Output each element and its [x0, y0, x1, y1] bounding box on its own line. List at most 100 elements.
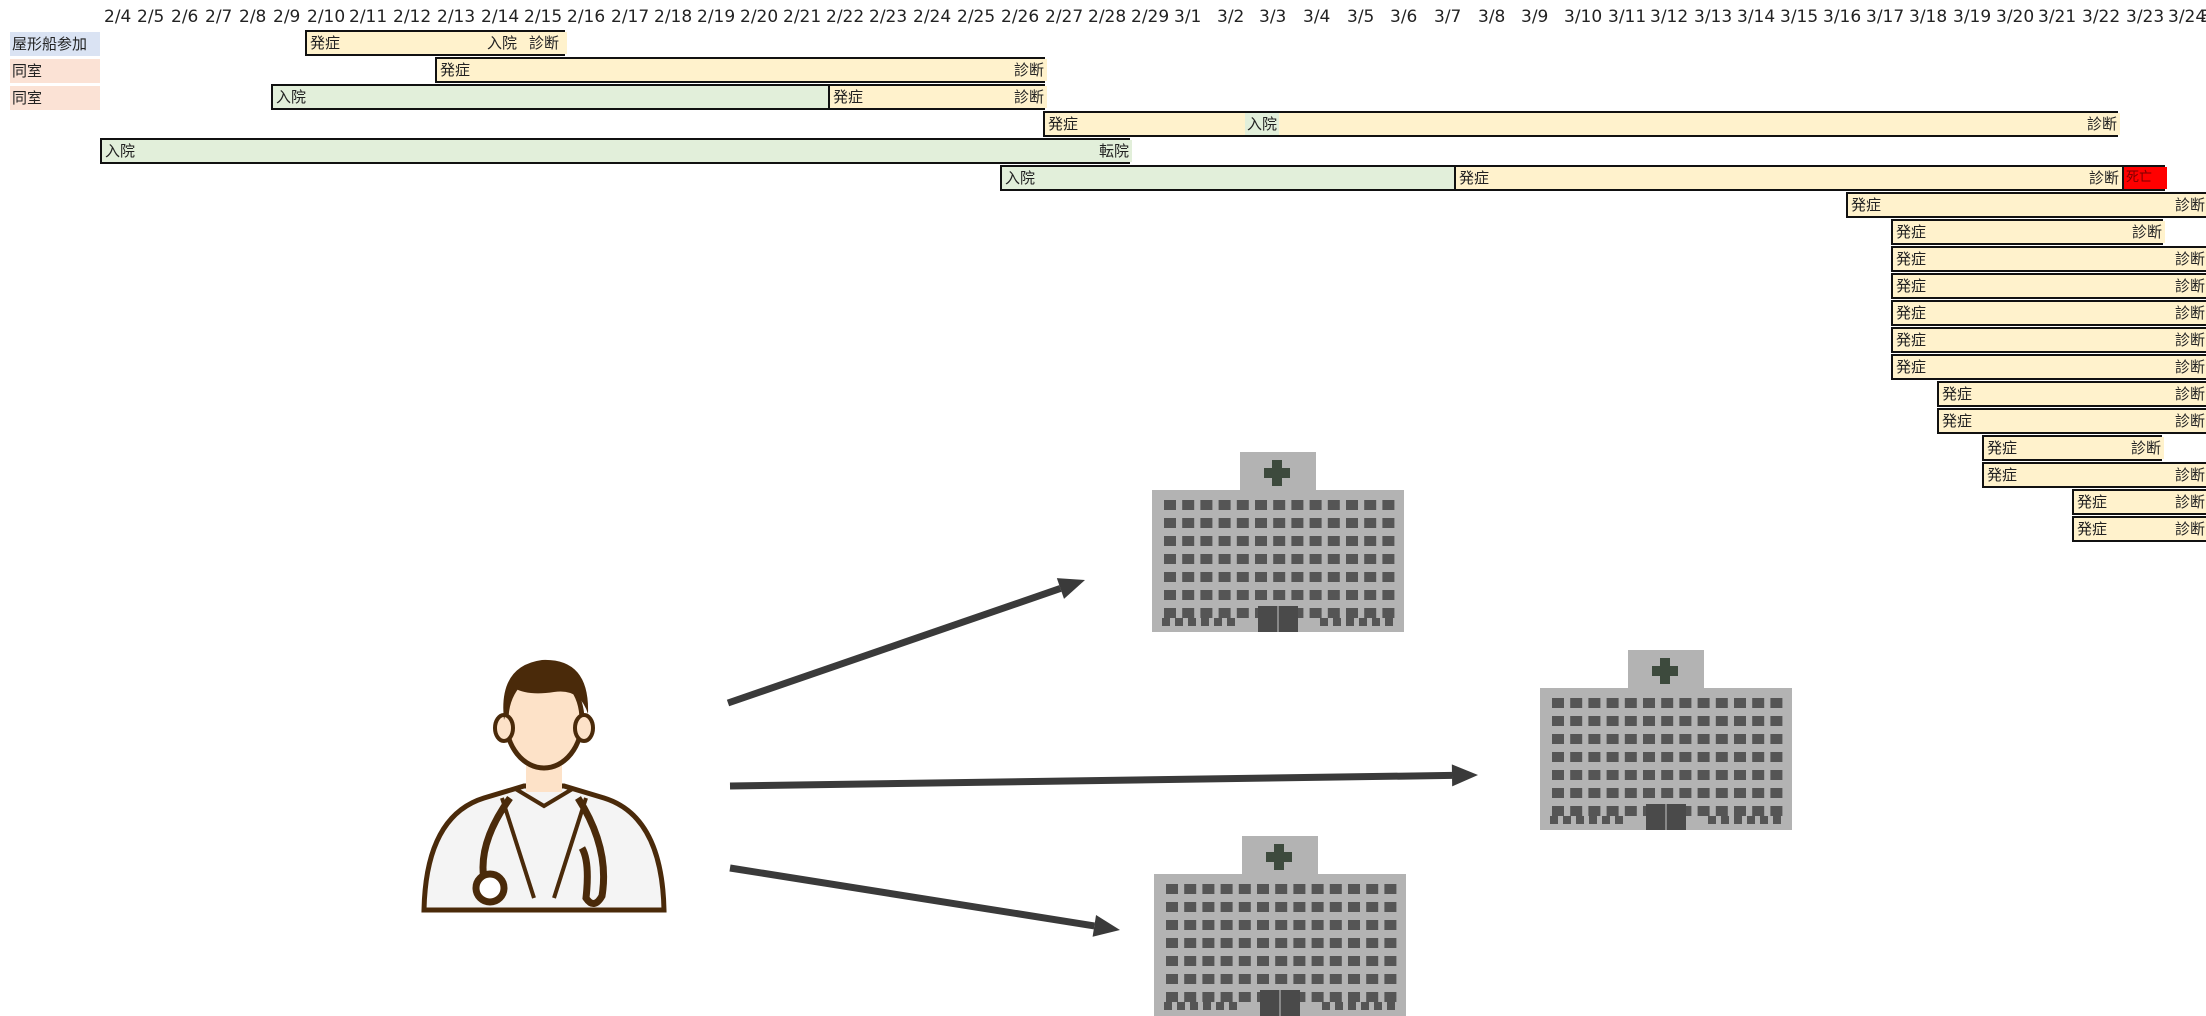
- date-header: 2/18: [654, 7, 693, 27]
- date-header: 3/1: [1174, 7, 1202, 27]
- date-header: 2/9: [273, 7, 301, 27]
- date-header: 3/19: [1953, 7, 1992, 27]
- diagnosis-label: 診断: [2174, 250, 2205, 268]
- date-header: 2/14: [481, 7, 520, 27]
- onset-label: 発症: [1048, 115, 1079, 133]
- symptom-segment: 発症 診断: [1984, 437, 2164, 459]
- symptom-segment: 発症診断: [1893, 329, 2206, 351]
- date-header: 2/13: [437, 7, 476, 27]
- symptom-segment: 発症: [307, 32, 567, 54]
- onset-label: 発症: [1459, 169, 1490, 187]
- date-header: 3/18: [1909, 7, 1948, 27]
- timeline-bar: 発症入院診断: [305, 30, 567, 56]
- onset-label: 発症: [1942, 412, 1973, 430]
- diagnosis-label: 診断: [2174, 412, 2205, 430]
- symptom-segment: 発症 診断: [1893, 248, 2206, 270]
- admission-label: 入院: [1245, 113, 1280, 135]
- date-header: 2/12: [393, 7, 432, 27]
- onset-label: 発症: [1851, 196, 1882, 214]
- onset-label: 発症: [1987, 466, 2018, 484]
- symptom-segment: 発症 診断: [1939, 410, 2206, 432]
- row-tag: 屋形船参加: [10, 32, 100, 56]
- timeline-bar: 発症診断: [1891, 300, 2206, 326]
- hospital-stay-segment: 入院: [273, 86, 828, 108]
- onset-label: 発症: [1896, 277, 1927, 295]
- hospital-stay-segment: 入院: [1002, 167, 1454, 189]
- date-header: 3/13: [1694, 7, 1733, 27]
- onset-label: 発症: [1896, 358, 1927, 376]
- timeline-bar: 発症 診断: [1891, 246, 2206, 272]
- diagnosis-label: 診断: [2174, 520, 2205, 538]
- symptom-segment: 発症 診断: [2074, 491, 2206, 513]
- date-header: 3/7: [1434, 7, 1462, 27]
- onset-label: 発症: [1896, 331, 1927, 349]
- date-header: 3/20: [1996, 7, 2035, 27]
- death-marker: 死亡: [2122, 167, 2167, 189]
- hospital-stay-segment: 入院 転院: [102, 140, 1132, 162]
- date-header: 2/29: [1131, 7, 1170, 27]
- diagnosis-label: 診断: [2174, 385, 2205, 403]
- row-tag: 同室: [10, 59, 100, 83]
- timeline-bar: 発症 診断: [435, 57, 1047, 83]
- symptom-segment: 発症診断: [1454, 167, 2122, 189]
- symptom-segment: 発症診断: [1893, 221, 2165, 243]
- diagnosis-label: 診断: [2174, 493, 2205, 511]
- date-header: 3/11: [1608, 7, 1647, 27]
- symptom-segment: 発症 診断: [1939, 383, 2206, 405]
- row-tag: 同室: [10, 86, 100, 110]
- timeline-bar: 発症 診断: [1891, 273, 2206, 299]
- onset-label: 発症: [1896, 250, 1927, 268]
- timeline-bar: 入院発症診断: [271, 84, 1047, 110]
- admission-label: 入院: [487, 34, 518, 52]
- date-header: 2/22: [826, 7, 865, 27]
- symptom-segment: 発症診断: [1984, 464, 2206, 486]
- timeline-bar: 発症 診断: [1846, 192, 2206, 218]
- date-header: 2/10: [307, 7, 346, 27]
- date-header: 3/25: [2200, 7, 2206, 27]
- date-header: 2/17: [611, 7, 650, 27]
- admission-label: 入院: [105, 142, 136, 160]
- date-header: 2/11: [349, 7, 388, 27]
- onset-label: 発症: [2077, 493, 2108, 511]
- date-header: 3/23: [2126, 7, 2165, 27]
- diagnosis-label: 診断: [2131, 223, 2162, 241]
- diagnosis-label: 診断: [2174, 304, 2205, 322]
- onset-label: 発症: [1987, 439, 2018, 457]
- diagnosis-label: 診断: [2174, 196, 2205, 214]
- timeline-bar: 発症 診断: [2072, 489, 2206, 515]
- symptom-segment: 発症 診断: [437, 59, 1047, 81]
- hospital-building-icon: [1540, 650, 1792, 830]
- timeline-bar: 発症 診断: [2072, 516, 2206, 542]
- onset-label: 発症: [440, 61, 471, 79]
- onset-label: 発症: [1942, 385, 1973, 403]
- transfer-label: 転院: [1098, 142, 1129, 160]
- date-header: 3/10: [1564, 7, 1603, 27]
- diagnosis-label: 診断: [529, 34, 560, 52]
- date-header: 2/6: [171, 7, 199, 27]
- date-header: 2/26: [1001, 7, 1040, 27]
- diagnosis-label: 診断: [2086, 115, 2117, 133]
- diagnosis-label: 診断: [1013, 61, 1044, 79]
- date-header: 2/16: [567, 7, 606, 27]
- timeline-bar: 発症診断: [1891, 327, 2206, 353]
- symptom-segment: 発症診断: [828, 86, 1047, 108]
- date-header: 2/25: [957, 7, 996, 27]
- timeline-bar: 発症 診断: [1982, 435, 2164, 461]
- symptom-segment: 発症 診断: [1045, 113, 2120, 135]
- date-header: 3/15: [1780, 7, 1819, 27]
- date-header: 2/21: [783, 7, 822, 27]
- date-header: 3/3: [1259, 7, 1287, 27]
- diagnosis-label: 診断: [2174, 277, 2205, 295]
- date-header: 3/6: [1390, 7, 1418, 27]
- onset-label: 発症: [833, 88, 864, 106]
- timeline-bar: 入院 転院: [100, 138, 1132, 164]
- diagnosis-label: 診断: [2174, 358, 2205, 376]
- onset-label: 発症: [2077, 520, 2108, 538]
- timeline-bar: 発症診断: [1982, 462, 2206, 488]
- date-header: 2/15: [524, 7, 563, 27]
- date-header: 2/28: [1088, 7, 1127, 27]
- diagnosis-label: 診断: [2130, 439, 2161, 457]
- date-header: 3/2: [1217, 7, 1245, 27]
- timeline-bar: 発症 診断 入院: [1043, 111, 2120, 137]
